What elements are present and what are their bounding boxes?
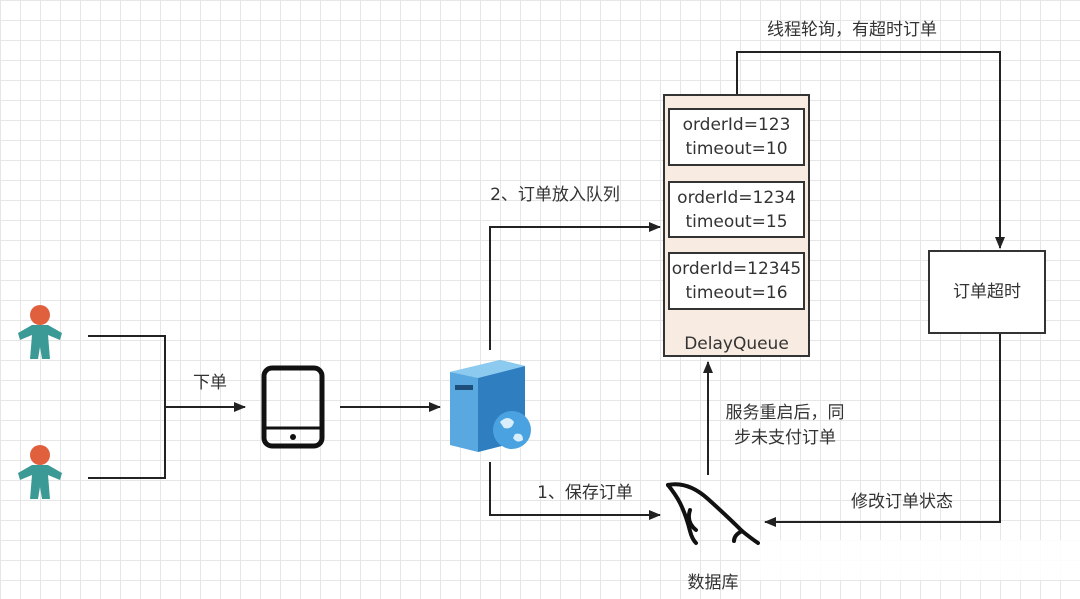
queue-item-timeout: timeout=16 bbox=[685, 283, 788, 303]
user-icon bbox=[18, 445, 62, 499]
server-icon bbox=[450, 360, 531, 452]
update-status-label: 修改订单状态 bbox=[851, 492, 953, 512]
order-timeout-box: 订单超时 bbox=[928, 250, 1046, 334]
queue-item-order: orderId=123 bbox=[682, 115, 791, 135]
database-dolphin-icon bbox=[666, 482, 760, 545]
restart-sync-label-2: 步未支付订单 bbox=[734, 428, 836, 448]
poll-label: 线程轮询，有超时订单 bbox=[767, 20, 937, 40]
queue-item: orderId=12345 timeout=16 bbox=[668, 252, 805, 310]
update-status-arrow bbox=[764, 333, 1001, 527]
save-order-label: 1、保存订单 bbox=[537, 483, 633, 503]
restart-sync-label-1: 服务重启后，同 bbox=[725, 403, 845, 423]
queue-item-order: orderId=1234 bbox=[677, 187, 796, 208]
user-merge-connector bbox=[88, 335, 166, 479]
order-timeout-label: 订单超时 bbox=[953, 282, 1021, 302]
tablet-icon bbox=[261, 365, 325, 449]
user-icon bbox=[18, 305, 62, 359]
queue-item-timeout: timeout=10 bbox=[685, 139, 788, 159]
queue-item: orderId=123 timeout=10 bbox=[668, 108, 805, 166]
delay-queue: orderId=123 timeout=10 orderId=1234 time… bbox=[663, 94, 810, 357]
place-order-label: 下单 bbox=[193, 373, 227, 393]
enqueue-arrow bbox=[489, 222, 661, 350]
delay-queue-title: DelayQueue bbox=[684, 334, 789, 354]
queue-item-order: orderId=12345 bbox=[671, 259, 802, 279]
poll-arrow bbox=[736, 51, 1005, 249]
database-label: 数据库 bbox=[687, 573, 739, 593]
save-order-arrow bbox=[489, 462, 661, 520]
queue-item-timeout: timeout=15 bbox=[685, 211, 788, 232]
enqueue-label: 2、订单放入队列 bbox=[490, 185, 620, 205]
queue-item: orderId=1234 timeout=15 bbox=[668, 181, 805, 238]
